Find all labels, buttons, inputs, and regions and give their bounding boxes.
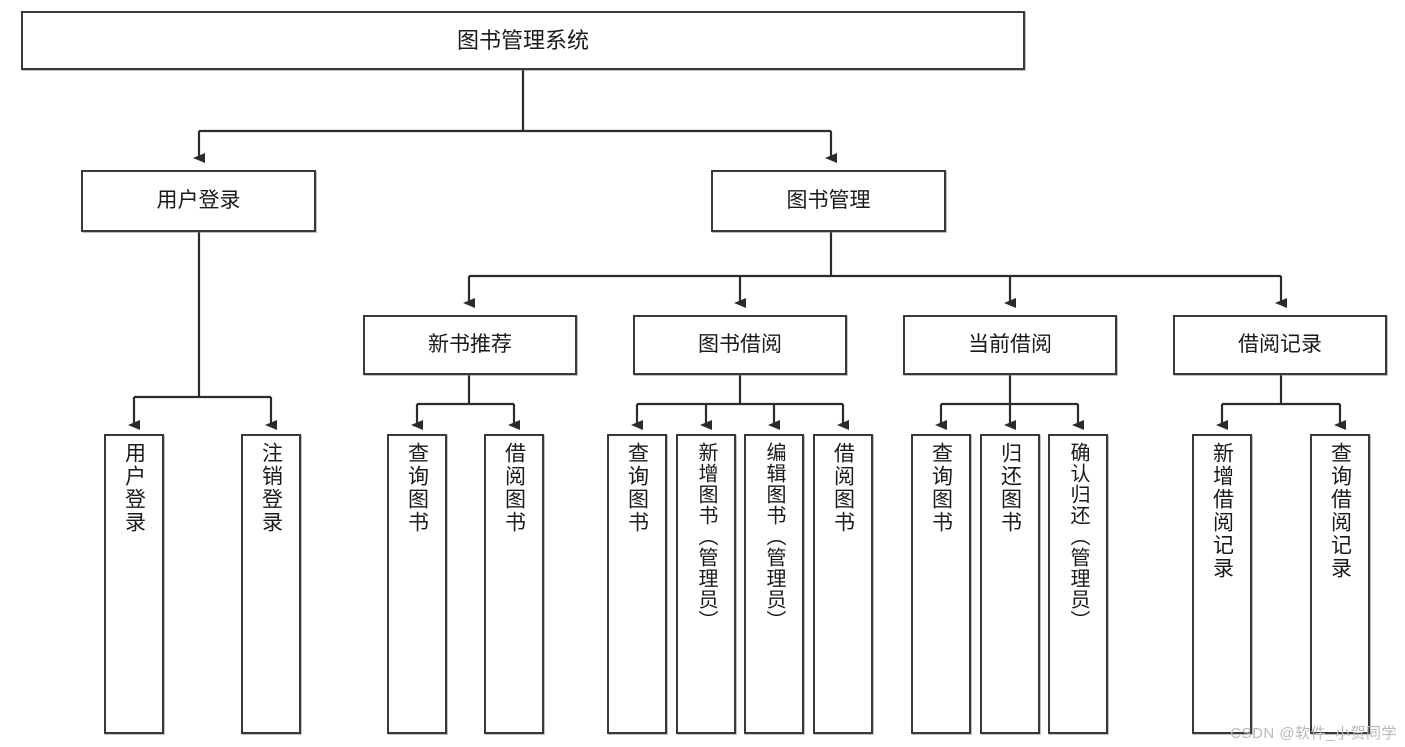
node-label: 新增借阅记录	[1210, 442, 1234, 580]
node-user-login[interactable]: 用户登录	[81, 170, 316, 232]
node-label: 查询图书	[929, 442, 953, 534]
node-root-system[interactable]: 图书管理系统	[21, 11, 1025, 70]
node-label: 编辑图书（管理员）	[763, 442, 785, 631]
leaf-borrow-borrow-book[interactable]: 借阅图书	[813, 434, 873, 734]
leaf-current-query-book[interactable]: 查询图书	[911, 434, 971, 734]
node-label: 查询图书	[405, 442, 429, 534]
node-book-borrow[interactable]: 图书借阅	[633, 315, 847, 375]
leaf-current-confirm-return-admin[interactable]: 确认归还（管理员）	[1048, 434, 1108, 734]
leaf-record-query-record[interactable]: 查询借阅记录	[1310, 434, 1370, 734]
node-label: 注销登录	[259, 442, 283, 534]
node-current-borrow[interactable]: 当前借阅	[903, 315, 1117, 375]
node-label: 确认归还（管理员）	[1067, 442, 1089, 631]
node-label: 借阅图书	[831, 442, 855, 534]
node-label: 图书管理系统	[456, 27, 589, 53]
node-label: 查询图书	[625, 442, 649, 534]
node-label: 当前借阅	[968, 332, 1052, 356]
leaf-borrow-edit-book-admin[interactable]: 编辑图书（管理员）	[744, 434, 804, 734]
node-new-book-recommend[interactable]: 新书推荐	[363, 315, 577, 375]
node-label: 用户登录	[156, 188, 241, 212]
node-label: 用户登录	[122, 442, 146, 534]
leaf-new-book-borrow[interactable]: 借阅图书	[484, 434, 544, 734]
node-label: 借阅图书	[502, 442, 526, 534]
leaf-borrow-query-book[interactable]: 查询图书	[607, 434, 667, 734]
leaf-record-add-record[interactable]: 新增借阅记录	[1192, 434, 1252, 734]
node-label: 归还图书	[998, 442, 1022, 534]
node-label: 新书推荐	[428, 332, 512, 356]
watermark-text: CSDN @软件_小贺同学	[1230, 725, 1397, 742]
node-book-management[interactable]: 图书管理	[711, 170, 946, 232]
node-label: 新增图书（管理员）	[695, 442, 717, 631]
leaf-user-login-logout[interactable]: 注销登录	[241, 434, 301, 734]
node-borrow-record[interactable]: 借阅记录	[1173, 315, 1387, 375]
leaf-new-book-query[interactable]: 查询图书	[387, 434, 447, 734]
node-label: 借阅记录	[1238, 332, 1322, 356]
leaf-user-login-login[interactable]: 用户登录	[104, 434, 164, 734]
node-label: 查询借阅记录	[1328, 442, 1352, 580]
node-label: 图书借阅	[698, 332, 782, 356]
leaf-current-return-book[interactable]: 归还图书	[980, 434, 1040, 734]
node-label: 图书管理	[786, 188, 871, 212]
leaf-borrow-add-book-admin[interactable]: 新增图书（管理员）	[676, 434, 736, 734]
